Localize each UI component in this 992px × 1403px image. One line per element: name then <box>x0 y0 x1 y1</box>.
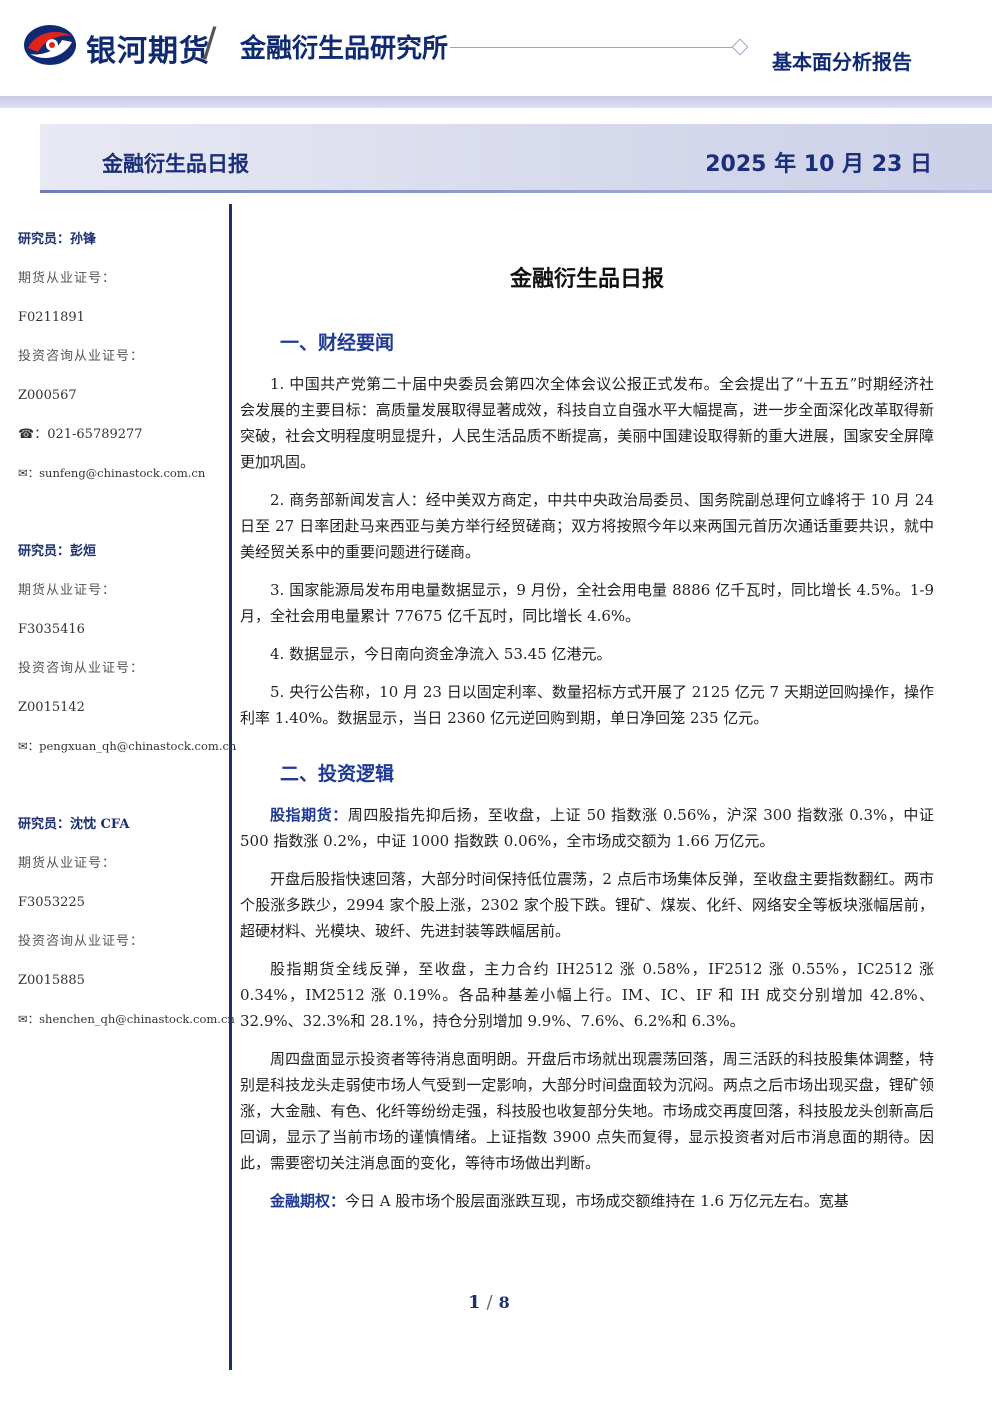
news-item: 5. 央行公告称，10 月 23 日以固定利率、数量招标方式开展了 2125 亿… <box>240 683 934 727</box>
futures-cert-label: 期货从业证号： <box>18 271 117 286</box>
invest-cert-label: 投资咨询从业证号： <box>18 349 145 364</box>
invest-cert-label: 投资咨询从业证号： <box>18 934 145 949</box>
current-page: 1 <box>468 1292 481 1313</box>
options-paragraph: 金融期权：今日 A 股市场个股层面涨跌互现，市场成交额维持在 1.6 万亿元左右… <box>240 1188 934 1214</box>
email-row: ✉：shenchen_qh@chinastock.com.cn <box>18 1000 235 1039</box>
page-number: 1/ 8 <box>468 1292 510 1313</box>
page-title: 金融衍生品日报 <box>509 267 664 292</box>
sidebar-divider <box>229 204 232 1370</box>
invest-cert-label: 投资咨询从业证号： <box>18 661 145 676</box>
email-row: ✉：sunfeng@chinastock.com.cn <box>18 454 228 493</box>
invest-cert: Z0015885 <box>18 973 85 988</box>
header-divider <box>450 47 732 48</box>
news-item: 3. 国家能源局发布用电量数据显示，9 月份，全社会用电量 8886 亿千瓦时，… <box>240 581 934 625</box>
phone-number: 021-65789277 <box>47 427 143 442</box>
total-pages: 8 <box>498 1293 510 1312</box>
institute-name: 金融衍生品研究所 <box>240 34 449 64</box>
analyst-card: 研究员：彭烜 期货从业证号： F3035416 投资咨询从业证号： Z00151… <box>18 532 236 805</box>
analyst-sidebar: 研究员：孙锋 期货从业证号： F0211891 投资咨询从业证号： Z00056… <box>18 220 236 1117</box>
email-link[interactable]: pengxuan_qh@chinastock.com.cn <box>39 739 237 753</box>
banner-date: 2025 年 10 月 23 日 <box>705 152 932 177</box>
report-type: 基本面分析报告 <box>772 50 912 74</box>
analyst-name: 研究员：孙锋 <box>18 232 97 247</box>
index-futures-paragraph: 股指期货：周四股指先抑后扬，至收盘，上证 50 指数涨 0.56%，沪深 300… <box>240 802 934 854</box>
header-stripe <box>0 96 992 108</box>
mail-icon: ✉： <box>18 466 40 480</box>
section-heading-news: 一、财经要闻 <box>280 332 395 354</box>
invest-cert: Z000567 <box>18 388 77 403</box>
invest-cert: Z0015142 <box>18 700 85 715</box>
email-link[interactable]: shenchen_qh@chinastock.com.cn <box>39 1012 235 1026</box>
brand-slash: / <box>203 20 217 66</box>
news-item: 2. 商务部新闻发言人：经中美双方商定，中共中央政治局委员、国务院副总理何立峰将… <box>240 491 934 561</box>
options-lead: 金融期权： <box>270 1192 346 1210</box>
index-futures-lead: 股指期货： <box>270 806 348 824</box>
galaxy-logo-icon <box>24 25 76 65</box>
title-banner: 金融衍生品日报 2025 年 10 月 23 日 <box>40 124 992 193</box>
futures-cert-label: 期货从业证号： <box>18 856 117 871</box>
diamond-icon <box>731 38 749 56</box>
mail-icon: ✉： <box>18 739 40 753</box>
brand-name: 银河期货 <box>86 34 210 69</box>
banner-title: 金融衍生品日报 <box>102 152 249 176</box>
body-paragraph: 开盘后股指快速回落，大部分时间保持低位震荡，2 点后市场集体反弹，至收盘主要指数… <box>240 870 934 940</box>
futures-cert-label: 期货从业证号： <box>18 583 117 598</box>
options-text: 今日 A 股市场个股层面涨跌互现，市场成交额维持在 1.6 万亿元左右。宽基 <box>345 1192 849 1210</box>
index-futures-text: 周四股指先抑后扬，至收盘，上证 50 指数涨 0.56%，沪深 300 指数涨 … <box>240 806 934 850</box>
futures-cert: F0211891 <box>18 310 85 325</box>
analyst-card: 研究员：沈忱 CFA 期货从业证号： F3053225 投资咨询从业证号： Z0… <box>18 805 235 1117</box>
analyst-card: 研究员：孙锋 期货从业证号： F0211891 投资咨询从业证号： Z00056… <box>18 220 228 532</box>
email-link[interactable]: sunfeng@chinastock.com.cn <box>39 466 206 480</box>
futures-cert: F3035416 <box>18 622 85 637</box>
mail-icon: ✉： <box>18 1012 40 1026</box>
section-heading-logic: 二、投资逻辑 <box>280 763 395 785</box>
email-row: ✉：pengxuan_qh@chinastock.com.cn <box>18 727 236 766</box>
analyst-name: 研究员：沈忱 CFA <box>18 817 130 832</box>
main-content: 金融衍生品日报 一、财经要闻 1. 中国共产党第二十届中央委员会第四次全体会议公… <box>240 260 934 1226</box>
news-item: 1. 中国共产党第二十届中央委员会第四次全体会议公报正式发布。全会提出了“十五五… <box>240 375 934 471</box>
header-band: 银河期货 / 金融衍生品研究所 基本面分析报告 <box>0 0 992 96</box>
futures-cert: F3053225 <box>18 895 85 910</box>
phone-row: ☎：021-65789277 <box>18 415 228 454</box>
body-paragraph: 周四盘面显示投资者等待消息面明朗。开盘后市场就出现震荡回落，周三活跃的科技股集体… <box>240 1050 934 1172</box>
page-separator: / <box>486 1292 493 1313</box>
news-item: 4. 数据显示，今日南向资金净流入 53.45 亿港元。 <box>270 645 612 663</box>
analyst-name: 研究员：彭烜 <box>18 544 97 559</box>
body-paragraph: 股指期货全线反弹，至收盘，主力合约 IH2512 涨 0.58%，IF2512 … <box>240 960 934 1030</box>
phone-icon: ☎： <box>18 427 48 442</box>
